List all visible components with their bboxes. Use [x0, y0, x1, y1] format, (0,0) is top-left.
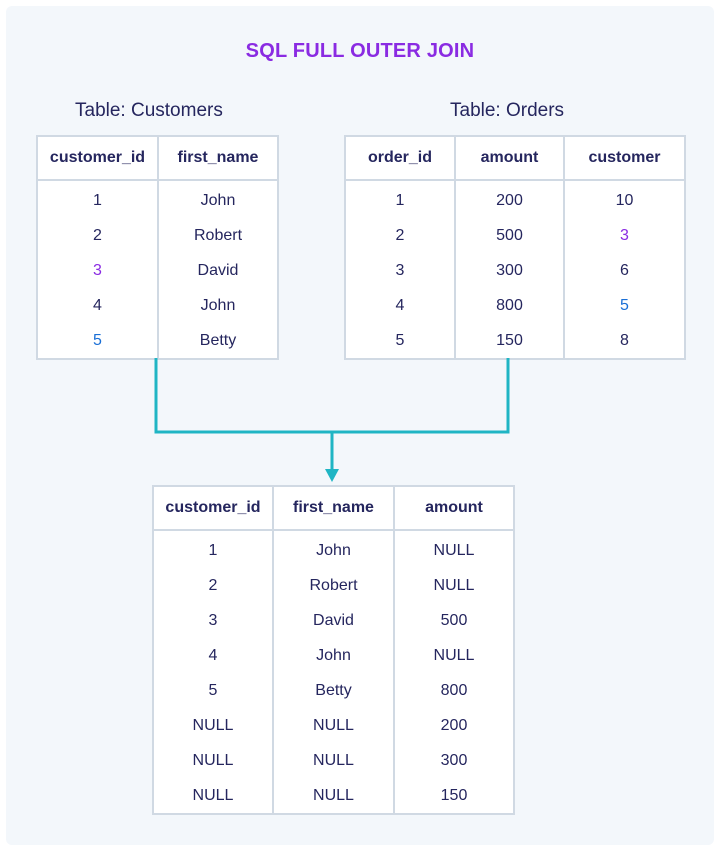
- table-cell: NULL: [393, 530, 514, 568]
- table-cell-highlighted: 3: [93, 261, 102, 279]
- table-cell: 500: [393, 603, 514, 638]
- customers-table: customer_id first_name 1 John 2 Robert 3…: [36, 135, 279, 360]
- column-header: amount: [393, 486, 514, 531]
- table-cell: David: [157, 253, 278, 288]
- column-header: customer_id: [37, 136, 158, 181]
- table-cell: NULL: [192, 751, 234, 769]
- arrow-down-icon: [325, 469, 339, 482]
- table-cell: Betty: [157, 323, 278, 359]
- table-cell: 2: [395, 226, 405, 244]
- table-cell: NULL: [272, 708, 394, 743]
- table-cell: 1: [93, 191, 102, 209]
- table-header-row: customer_id first_name amount: [153, 486, 514, 531]
- column-header: customer: [563, 136, 685, 181]
- column-header: customer_id: [153, 486, 273, 531]
- table-cell: Robert: [272, 568, 394, 603]
- table-row: 4 800 5: [345, 288, 685, 323]
- table-cell: 200: [393, 708, 514, 743]
- table-cell: 150: [454, 323, 564, 359]
- table-cell: John: [272, 638, 394, 673]
- table-cell: 5: [395, 331, 405, 349]
- table-row: 5 150 8: [345, 323, 685, 359]
- table-row: 5 Betty: [37, 323, 278, 359]
- table-cell: 8: [563, 323, 685, 359]
- table-cell-highlighted: 5: [563, 288, 685, 323]
- customers-caption: Table: Customers: [75, 100, 223, 121]
- column-header: first_name: [272, 486, 394, 531]
- table-header-row: customer_id first_name: [37, 136, 278, 181]
- column-header: amount: [454, 136, 564, 181]
- table-cell-highlighted: 5: [93, 331, 102, 349]
- table-cell: 3: [395, 261, 405, 279]
- table-cell: NULL: [272, 743, 394, 778]
- table-cell: 1: [208, 541, 218, 559]
- table-cell: 500: [454, 218, 564, 253]
- column-header: first_name: [157, 136, 278, 181]
- table-row: 3 300 6: [345, 253, 685, 288]
- table-row: 2 Robert: [37, 218, 278, 253]
- table-cell: 200: [454, 180, 564, 218]
- table-row: 1 200 10: [345, 180, 685, 218]
- table-row: NULL NULL 300: [153, 743, 514, 778]
- table-row: 4 John NULL: [153, 638, 514, 673]
- table-cell: 2: [93, 226, 102, 244]
- table-row: 2 500 3: [345, 218, 685, 253]
- table-row: 4 John: [37, 288, 278, 323]
- table-row: 3 David: [37, 253, 278, 288]
- table-cell: 300: [393, 743, 514, 778]
- table-cell: 5: [208, 681, 218, 699]
- table-row: 1 John NULL: [153, 530, 514, 568]
- table-cell: John: [272, 530, 394, 568]
- table-cell: David: [272, 603, 394, 638]
- table-cell: NULL: [393, 638, 514, 673]
- table-cell: John: [157, 288, 278, 323]
- table-cell: Robert: [157, 218, 278, 253]
- table-cell: NULL: [393, 568, 514, 603]
- orders-caption: Table: Orders: [450, 100, 565, 121]
- table-cell: NULL: [272, 778, 394, 814]
- table-cell: 4: [395, 296, 405, 314]
- table-cell: 4: [208, 646, 218, 664]
- table-row: NULL NULL 150: [153, 778, 514, 814]
- table-cell: 10: [563, 180, 685, 218]
- table-cell-highlighted: 3: [563, 218, 685, 253]
- table-row: 2 Robert NULL: [153, 568, 514, 603]
- table-cell: 2: [208, 576, 218, 594]
- column-header: order_id: [345, 136, 455, 181]
- table-row: NULL NULL 200: [153, 708, 514, 743]
- connector-line: [154, 358, 510, 434]
- table-cell: NULL: [192, 716, 234, 734]
- table-row: 5 Betty 800: [153, 673, 514, 708]
- orders-table: order_id amount customer 1 200 10 2 500 …: [344, 135, 686, 360]
- table-cell: 300: [454, 253, 564, 288]
- table-cell: 800: [393, 673, 514, 708]
- table-cell: 4: [93, 296, 102, 314]
- table-cell: 1: [395, 191, 405, 209]
- table-cell: Betty: [272, 673, 394, 708]
- table-cell: John: [157, 180, 278, 218]
- table-cell: 3: [208, 611, 218, 629]
- table-cell: 150: [393, 778, 514, 814]
- table-row: 1 John: [37, 180, 278, 218]
- result-table: customer_id first_name amount 1 John NUL…: [152, 485, 515, 815]
- table-cell: NULL: [192, 786, 234, 804]
- table-row: 3 David 500: [153, 603, 514, 638]
- table-cell: 800: [454, 288, 564, 323]
- diagram-title: SQL FULL OUTER JOIN: [245, 40, 475, 62]
- table-header-row: order_id amount customer: [345, 136, 685, 181]
- table-cell: 6: [563, 253, 685, 288]
